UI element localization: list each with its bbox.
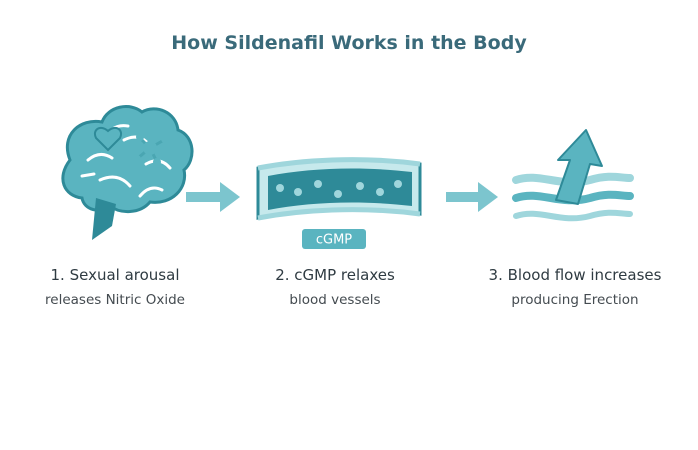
cgmp-badge-label: cGMP — [316, 233, 352, 248]
blood-vessel-icon — [256, 157, 422, 221]
step-3-subtitle: producing Erection — [511, 292, 639, 308]
molecule-icon — [133, 133, 169, 166]
diagram-title: How Sildenafil Works in the Body — [171, 32, 527, 54]
step-2-subtitle: blood vessels — [289, 292, 381, 308]
cgmp-badge: cGMP — [302, 229, 366, 249]
arrow-right-icon — [186, 182, 240, 212]
arrow-right-icon — [446, 182, 498, 212]
heart-icon — [94, 127, 122, 152]
step-3-title: 3. Blood flow increases — [488, 266, 662, 284]
brain-icon — [61, 105, 194, 240]
flow-up-arrow-icon — [512, 129, 634, 222]
step-1-title: 1. Sexual arousal — [50, 266, 180, 284]
step-2-title: 2. cGMP relaxes — [275, 266, 395, 284]
step-1-subtitle: releases Nitric Oxide — [45, 292, 185, 308]
